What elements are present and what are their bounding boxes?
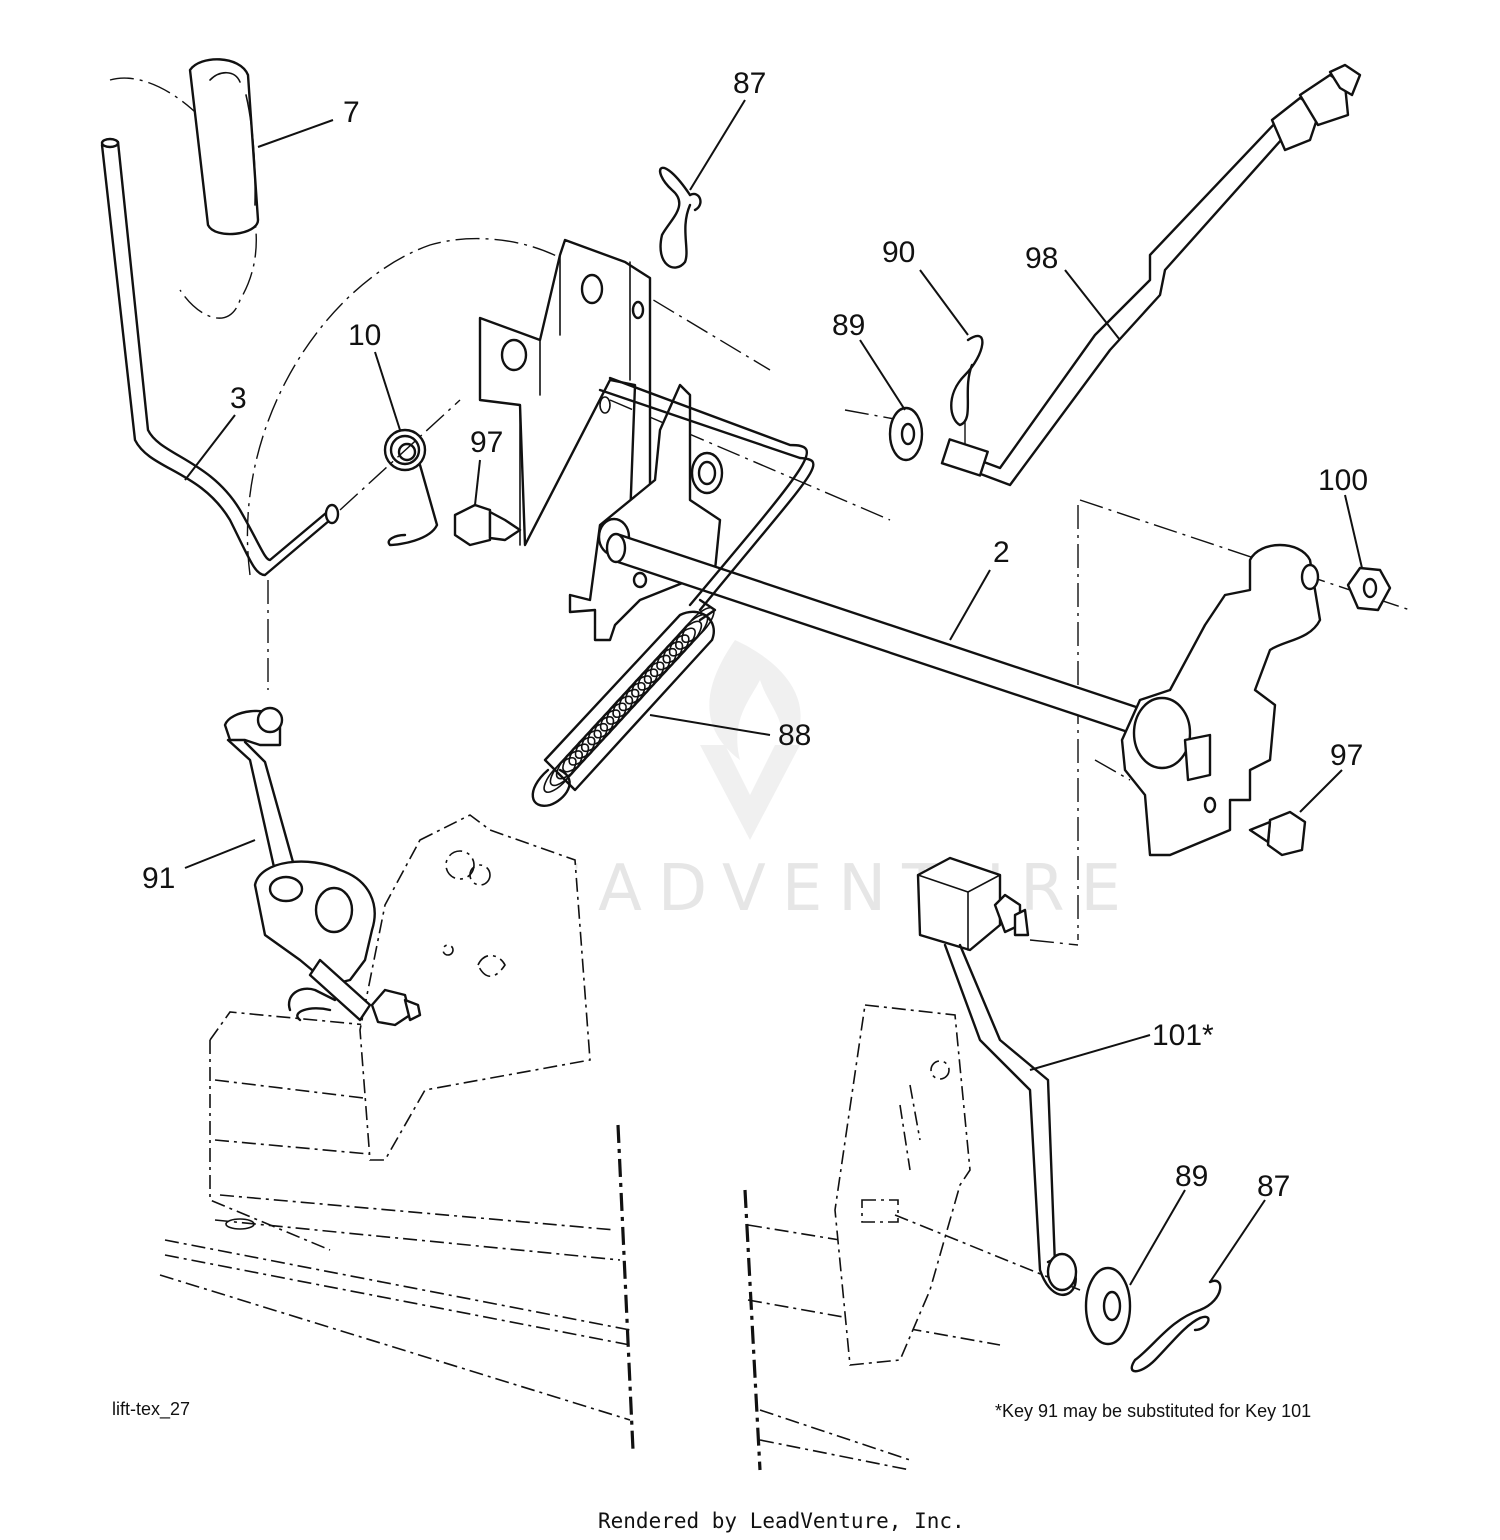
callout-97-right: 97 bbox=[1330, 739, 1363, 772]
adjuster-rod-part-98 bbox=[940, 63, 1362, 487]
callout-98: 98 bbox=[1025, 242, 1058, 275]
watermark-logo bbox=[700, 640, 801, 840]
deck-outline-left bbox=[159, 1011, 635, 1451]
deck-bracket-left bbox=[359, 814, 591, 1161]
callout-87-bottom: 87 bbox=[1257, 1170, 1290, 1203]
assembly-lines bbox=[109, 77, 1411, 946]
washer-part-89-bottom bbox=[1084, 1266, 1132, 1346]
mount-bracket bbox=[478, 238, 652, 547]
callout-89-top: 89 bbox=[832, 309, 865, 342]
callout-101: 101* bbox=[1152, 1019, 1214, 1052]
callout-90: 90 bbox=[882, 236, 915, 269]
bolt-part-97-right bbox=[1248, 810, 1307, 857]
callout-100: 100 bbox=[1318, 464, 1368, 497]
hairpin-clip-part-87-top bbox=[658, 166, 702, 269]
callout-3: 3 bbox=[230, 382, 247, 415]
nut-part-100 bbox=[1346, 566, 1392, 612]
watermark-text: LEADVENTURE bbox=[490, 852, 1137, 926]
lift-link-part-91 bbox=[223, 706, 422, 1027]
footnote: *Key 91 may be substituted for Key 101 bbox=[995, 1401, 1311, 1421]
callout-7: 7 bbox=[343, 96, 360, 129]
extension-spring-part-88 bbox=[531, 598, 717, 807]
callout-87-top: 87 bbox=[733, 67, 766, 100]
callout-88: 88 bbox=[778, 719, 811, 752]
clip-part-90 bbox=[950, 334, 984, 427]
callout-89-bottom: 89 bbox=[1175, 1160, 1208, 1193]
lift-link-part-101 bbox=[916, 856, 1078, 1296]
figure-id: lift-tex_27 bbox=[112, 1399, 190, 1420]
washer-part-89-top bbox=[888, 406, 924, 462]
callout-97-left: 97 bbox=[470, 426, 503, 459]
handle-grip-part-7 bbox=[188, 58, 260, 236]
hairpin-clip-part-87-bottom bbox=[1130, 1279, 1222, 1373]
rendered-by-footer: Rendered by LeadVenture, Inc. bbox=[598, 1509, 965, 1533]
torsion-spring-part-10 bbox=[383, 428, 439, 547]
lift-handle-part-3 bbox=[100, 137, 340, 577]
callout-labels: 7 87 90 98 89 10 3 97 100 2 88 97 91 101… bbox=[142, 67, 1368, 1203]
right-side-bracket bbox=[1120, 543, 1322, 857]
callout-10: 10 bbox=[348, 319, 381, 352]
callout-2: 2 bbox=[993, 536, 1010, 569]
wire-link bbox=[598, 376, 815, 612]
deck-outline-right bbox=[743, 1004, 1081, 1471]
callout-91: 91 bbox=[142, 862, 175, 895]
leader-lines bbox=[184, 99, 1363, 1286]
bolt-part-97-left bbox=[453, 503, 522, 547]
